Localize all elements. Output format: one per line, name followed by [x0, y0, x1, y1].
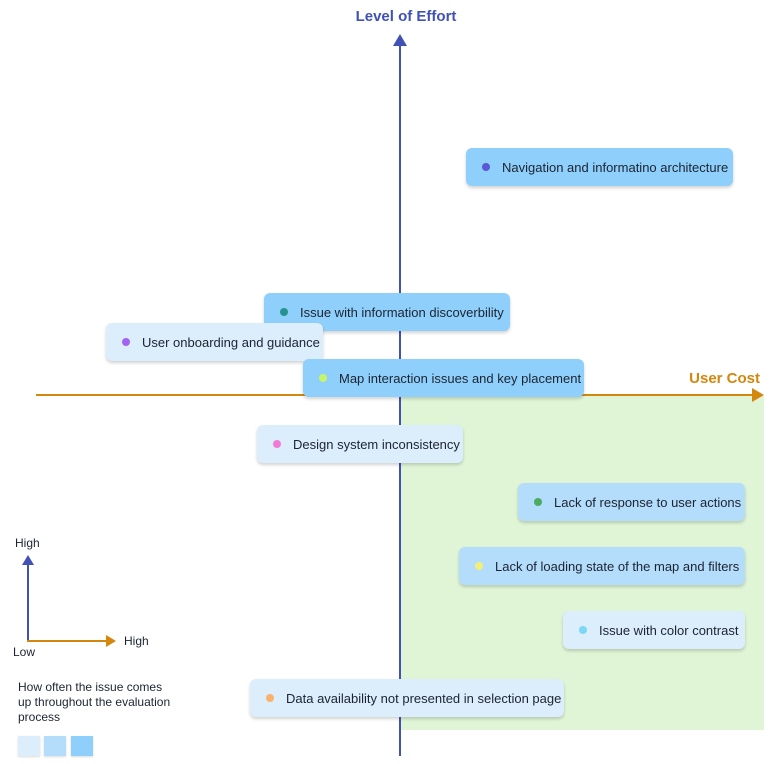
- issue-label: Issue with color contrast: [599, 622, 739, 638]
- dot-icon: [482, 163, 490, 171]
- issue-label: Navigation and informatino architecture: [502, 159, 729, 175]
- dot-icon: [319, 374, 327, 382]
- issue-label: Lack of loading state of the map and fil…: [495, 558, 740, 574]
- issue-label: Issue with information discoverbility: [300, 304, 504, 320]
- effort-axis-arrow-icon: [393, 34, 407, 46]
- issue-chip-navigation[interactable]: Navigation and informatino architecture: [466, 148, 733, 186]
- frequency-swatch-medium: [44, 736, 66, 756]
- issue-chip-color-contrast[interactable]: Issue with color contrast: [563, 611, 745, 649]
- dot-icon: [280, 308, 288, 316]
- legend-high-cost: High: [124, 634, 149, 648]
- legend-right-arrow-icon: [106, 635, 116, 647]
- dot-icon: [266, 694, 274, 702]
- issue-chip-design-system[interactable]: Design system inconsistency: [257, 425, 463, 463]
- frequency-swatch-high: [71, 736, 93, 756]
- dot-icon: [273, 440, 281, 448]
- issue-chip-loading-state[interactable]: Lack of loading state of the map and fil…: [459, 547, 745, 585]
- user-cost-axis-arrow-icon: [752, 388, 764, 402]
- issue-label: Map interaction issues and key placement: [339, 370, 582, 386]
- effort-axis-title: Level of Effort: [355, 8, 457, 25]
- legend-effort-line: [27, 564, 29, 642]
- issue-chip-onboarding[interactable]: User onboarding and guidance: [106, 323, 323, 361]
- issue-label: Data availability not presented in selec…: [286, 690, 562, 706]
- issue-chip-user-actions[interactable]: Lack of response to user actions: [518, 483, 745, 521]
- frequency-caption: How often the issue comes up throughout …: [18, 680, 171, 724]
- issue-label: User onboarding and guidance: [142, 334, 320, 350]
- user-cost-axis-title: User Cost: [689, 370, 760, 387]
- issue-chip-map-interaction[interactable]: Map interaction issues and key placement: [303, 359, 584, 397]
- legend-high-effort: High: [15, 536, 40, 550]
- issue-label: Lack of response to user actions: [554, 494, 742, 510]
- dot-icon: [475, 562, 483, 570]
- legend-up-arrow-icon: [22, 555, 34, 565]
- dot-icon: [534, 498, 542, 506]
- effort-axis: [399, 40, 401, 756]
- dot-icon: [579, 626, 587, 634]
- legend-cost-line: [27, 640, 107, 642]
- issue-chip-data-availability[interactable]: Data availability not presented in selec…: [250, 679, 564, 717]
- issue-label: Design system inconsistency: [293, 436, 460, 452]
- legend-low: Low: [13, 645, 36, 659]
- frequency-swatch-low: [18, 736, 40, 756]
- dot-icon: [122, 338, 130, 346]
